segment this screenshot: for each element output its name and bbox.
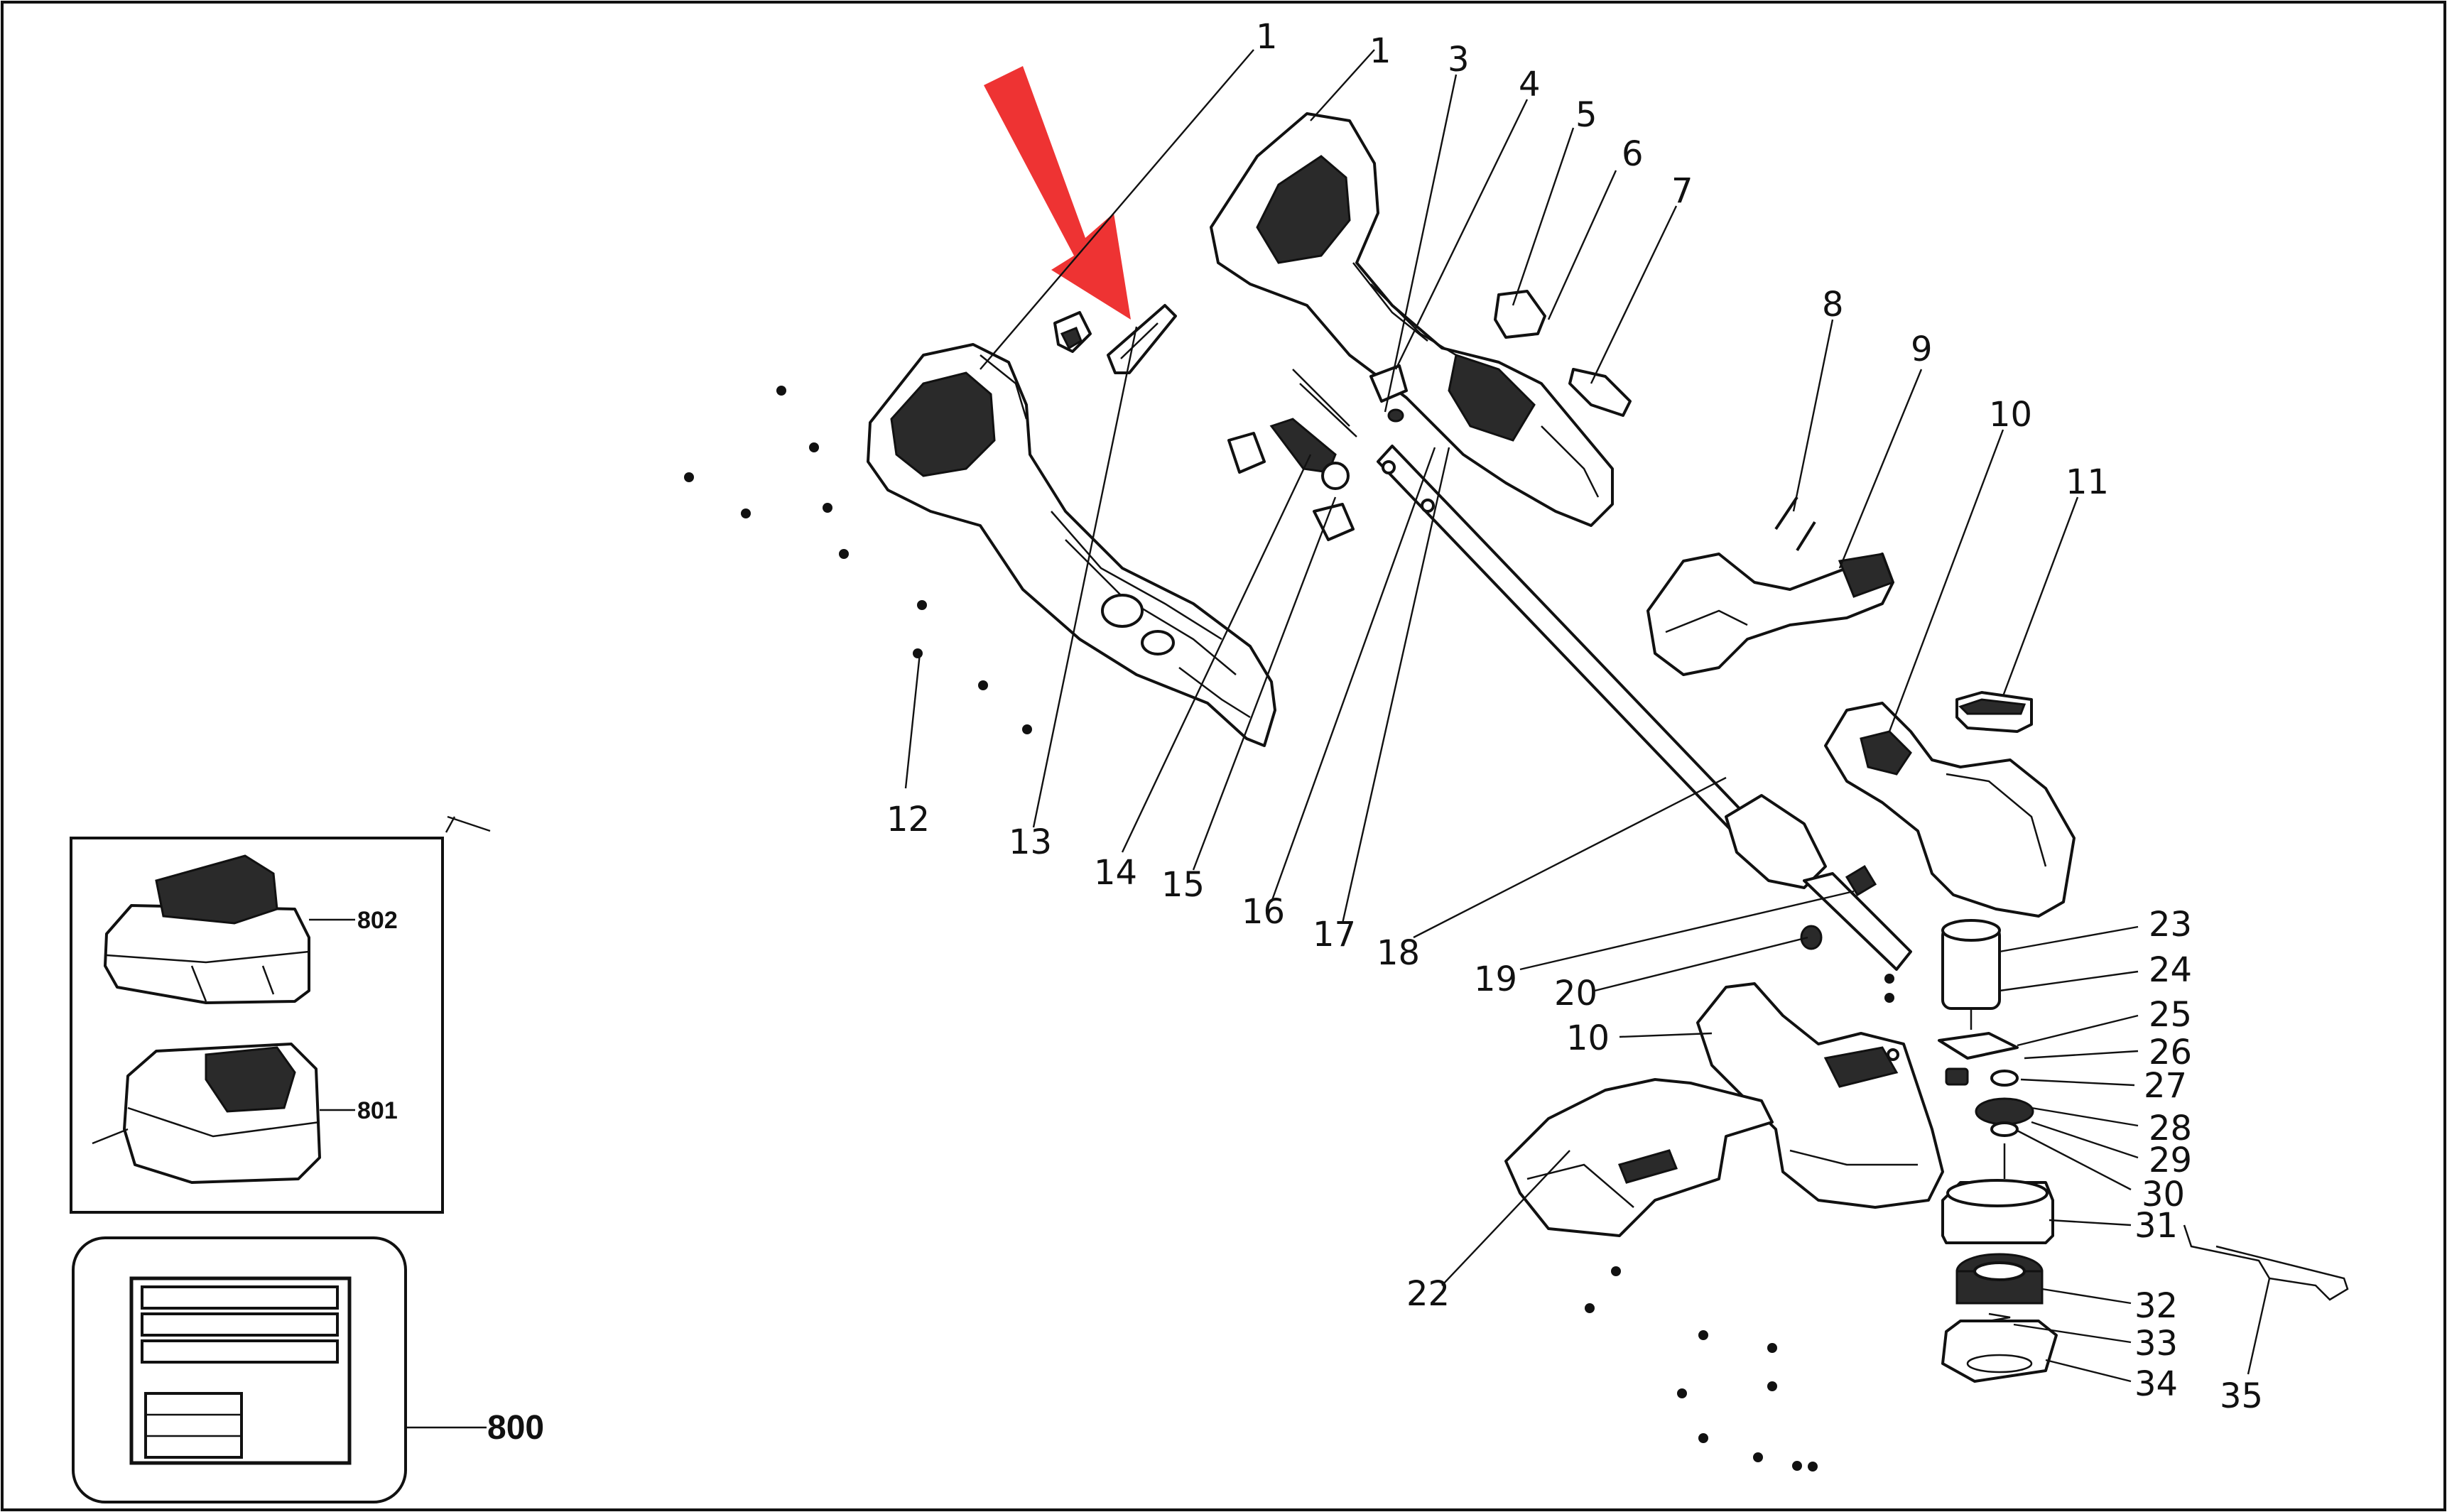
- callout-801: 801: [357, 1097, 398, 1124]
- highlight-arrow-icon: [984, 66, 1131, 320]
- callout-19: 19: [1474, 959, 1517, 999]
- callout-1a: 1: [1256, 17, 1278, 57]
- cap-11: [1955, 691, 2033, 733]
- callout-20: 20: [1554, 974, 1597, 1013]
- callout-35: 35: [2220, 1376, 2263, 1416]
- callout-5: 5: [1575, 95, 1597, 135]
- motor-housing-lower: [1696, 982, 1944, 1209]
- accessories-box: 802 801: [70, 837, 444, 1214]
- callout-27: 27: [2144, 1066, 2187, 1106]
- switch-components: [1369, 290, 1632, 423]
- callout-34: 34: [2134, 1364, 2178, 1404]
- switch-parts: [1053, 304, 1177, 374]
- collar-20: [1800, 925, 1823, 950]
- battery-pack: 802: [104, 854, 398, 1004]
- callout-1b: 1: [1369, 31, 1391, 71]
- callout-22: 22: [1406, 1274, 1450, 1314]
- charger: 801: [92, 1043, 398, 1184]
- callout-12: 12: [886, 800, 930, 839]
- callout-29: 29: [2149, 1141, 2192, 1180]
- callout-802: 802: [357, 907, 398, 934]
- leader-lines: [904, 49, 2271, 1383]
- callout-30: 30: [2142, 1175, 2185, 1214]
- left-housing-half: [867, 343, 1276, 747]
- callout-numbers: 1 1 3 4 5 6 7 8 9 10 11 12 13 14 15 16 1…: [886, 17, 2263, 1416]
- callout-6: 6: [1622, 134, 1644, 174]
- callout-7: 7: [1671, 171, 1693, 211]
- edge-guide-35: [2183, 1224, 2349, 1301]
- wiring-parts: [1227, 369, 1357, 541]
- callout-33: 33: [2134, 1324, 2178, 1364]
- callout-15: 15: [1161, 865, 1205, 905]
- gearbox-parts: [1887, 1032, 2034, 1179]
- callout-18: 18: [1377, 933, 1420, 973]
- spool-cap: [1941, 1320, 2058, 1383]
- callout-11: 11: [2066, 462, 2109, 502]
- callout-31: 31: [2134, 1206, 2178, 1246]
- motor-housing-upper: [1824, 702, 2076, 918]
- callout-23: 23: [2149, 905, 2192, 945]
- callout-10a: 10: [1989, 395, 2032, 435]
- callout-32: 32: [2134, 1286, 2178, 1326]
- callout-10b: 10: [1566, 1018, 1610, 1058]
- callout-800: 800: [487, 1409, 544, 1447]
- guard: [1504, 1078, 1774, 1237]
- right-housing-half: [1210, 112, 1614, 527]
- auxiliary-handle: [1646, 553, 1894, 676]
- motor: [1941, 919, 2001, 1030]
- callout-24: 24: [2149, 950, 2192, 990]
- callout-25: 25: [2149, 995, 2192, 1035]
- spool-housing: [1941, 1179, 2054, 1244]
- accessory-pointer: [445, 815, 491, 833]
- callout-28: 28: [2149, 1109, 2192, 1148]
- spool: [1955, 1253, 2044, 1305]
- callout-17: 17: [1313, 915, 1356, 954]
- callout-3: 3: [1448, 40, 1470, 80]
- manual-box: 800: [72, 1236, 544, 1503]
- callout-14: 14: [1094, 853, 1137, 893]
- screws-bottom: [1585, 974, 1894, 1472]
- main-shaft: [1377, 445, 1912, 971]
- callout-13: 13: [1009, 822, 1052, 862]
- screws-8: [1774, 496, 1816, 552]
- callout-16: 16: [1242, 892, 1285, 932]
- callout-8: 8: [1822, 285, 1844, 325]
- screws-left: [684, 386, 1032, 734]
- callout-4: 4: [1519, 65, 1541, 104]
- callout-26: 26: [2149, 1033, 2192, 1072]
- callout-9: 9: [1911, 330, 1933, 369]
